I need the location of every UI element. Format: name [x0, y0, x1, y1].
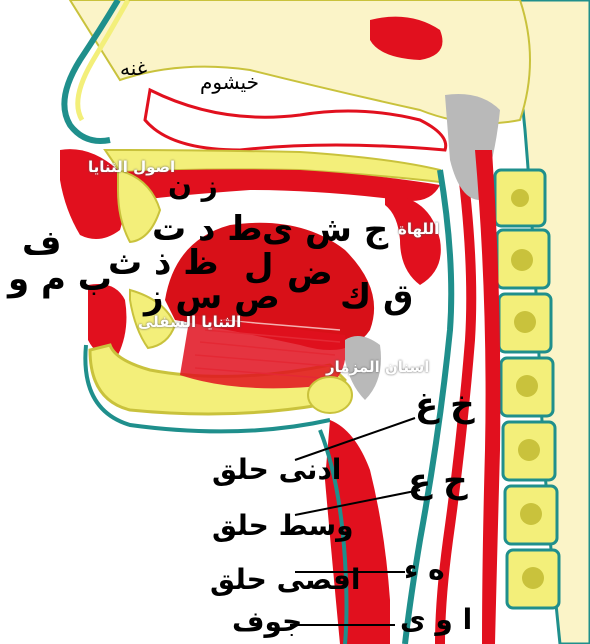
label-ta-dal-ta: ط د ت [152, 212, 263, 246]
label-tooth-root: اصول الثنايا [88, 160, 175, 175]
label-ba-mim-waw: ب م و [8, 262, 112, 296]
hyoid-bone [308, 377, 352, 413]
label-wasat-halq: وسط حلق [212, 512, 354, 540]
label-jim-shin-ya: ج ش ى [262, 213, 388, 247]
label-dad: ض [287, 256, 333, 290]
label-nun-ra: ز ن [168, 172, 218, 200]
label-khayshum: خيشوم [200, 72, 259, 92]
label-kha-ghayn: خ غ [415, 388, 475, 422]
label-za-dhal-tha: ظ ذ ث [108, 246, 219, 280]
label-alif-waw-ya: ا و ى [400, 606, 472, 634]
label-adna-halq: ادنى حلق [212, 456, 341, 484]
label-aqsa-halq: اقصى حلق [210, 566, 360, 594]
label-lam: ل [244, 250, 274, 284]
label-kaf-qaf: ق ك [340, 280, 413, 314]
label-lahat: اللهاة [398, 222, 439, 237]
label-lower-incisors: الثنايا السفلى [138, 315, 241, 330]
label-ha-hamza: ه ء [404, 556, 445, 584]
label-jawf: جوف [232, 608, 302, 636]
uvula [385, 195, 441, 285]
label-ghunna: غنه [120, 58, 147, 78]
label-molars: اسنان المزمار [326, 360, 429, 375]
label-fa: ف [22, 226, 62, 260]
label-ha-ayn: ح ع [408, 464, 468, 498]
